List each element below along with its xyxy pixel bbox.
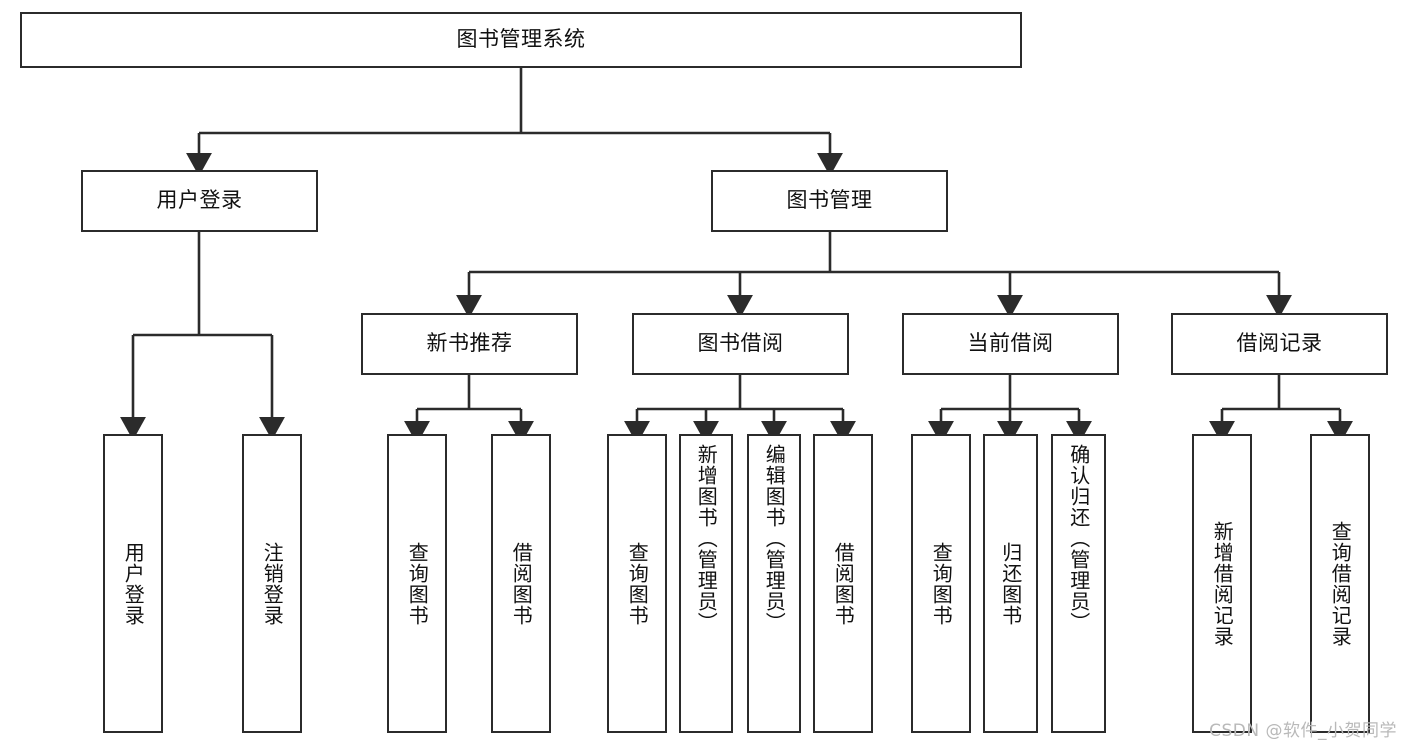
node-label: 新书推荐 [426,331,513,356]
leaf-borrow-book-recommend[interactable]: 借阅图书 [491,434,551,733]
node-label: 注销登录 [260,541,285,626]
node-label: 查询借阅记录 [1328,520,1353,647]
leaf-borrow-book[interactable]: 借阅图书 [813,434,873,733]
node-label: 借阅图书 [509,541,534,626]
node-label: 归还图书 [998,541,1023,626]
node-label: 查询图书 [929,541,954,626]
node-label: 新增借阅记录 [1210,520,1235,647]
node-label: 查询图书 [625,541,650,626]
node-label: 新增图书（管理员） [694,444,719,633]
node-label: 图书管理系统 [456,27,586,52]
leaf-edit-book-admin[interactable]: 编辑图书（管理员） [747,434,801,733]
node-label: 查询图书 [405,541,430,626]
node-label: 用户登录 [156,188,243,213]
leaf-add-book-admin[interactable]: 新增图书（管理员） [679,434,733,733]
leaf-confirm-return-admin[interactable]: 确认归还（管理员） [1051,434,1106,733]
node-label: 当前借阅 [967,331,1054,356]
node-borrow-records[interactable]: 借阅记录 [1171,313,1388,375]
node-book-borrow[interactable]: 图书借阅 [632,313,849,375]
leaf-logout[interactable]: 注销登录 [242,434,302,733]
leaf-return-book[interactable]: 归还图书 [983,434,1038,733]
leaf-query-book-borrow[interactable]: 查询图书 [607,434,667,733]
node-book-management[interactable]: 图书管理 [711,170,948,232]
watermark-text: CSDN @软件_小贺同学 [1209,721,1397,741]
node-label: 借阅记录 [1236,331,1323,356]
node-label: 借阅图书 [831,541,856,626]
node-label: 确认归还（管理员） [1066,444,1091,633]
node-new-book-recommend[interactable]: 新书推荐 [361,313,578,375]
node-label: 用户登录 [121,541,146,626]
leaf-query-borrow-record[interactable]: 查询借阅记录 [1310,434,1370,733]
node-label: 图书管理 [786,188,873,213]
leaf-user-login[interactable]: 用户登录 [103,434,163,733]
leaf-query-book-recommend[interactable]: 查询图书 [387,434,447,733]
node-label: 编辑图书（管理员） [762,444,787,633]
node-root-system[interactable]: 图书管理系统 [20,12,1022,68]
leaf-query-book-current[interactable]: 查询图书 [911,434,971,733]
node-label: 图书借阅 [697,331,784,356]
leaf-add-borrow-record[interactable]: 新增借阅记录 [1192,434,1252,733]
node-current-borrow[interactable]: 当前借阅 [902,313,1119,375]
node-user-login[interactable]: 用户登录 [81,170,318,232]
